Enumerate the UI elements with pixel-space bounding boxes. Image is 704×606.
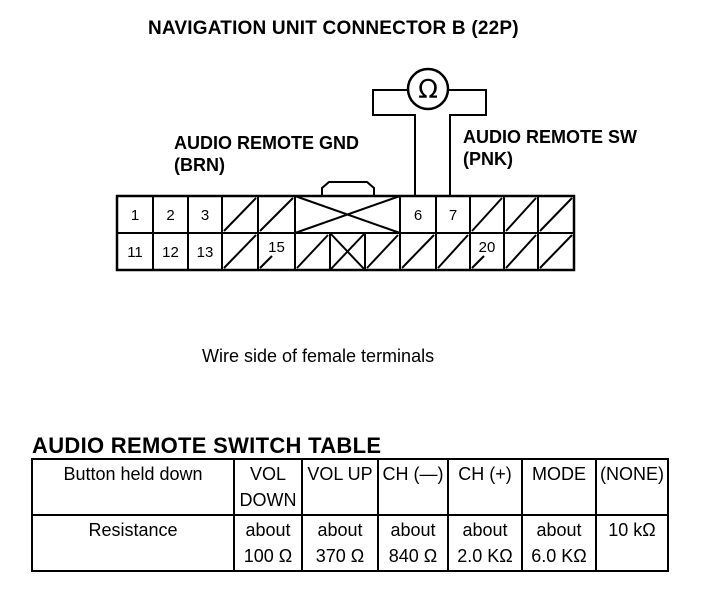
terminal-number: 20 <box>479 239 496 256</box>
terminal-number: 6 <box>414 207 422 224</box>
button-cell: VOL DOWN <box>233 458 303 516</box>
connector-latch <box>321 181 375 196</box>
ohmmeter-icon: Ω <box>406 67 450 111</box>
empty-cavity-mark <box>223 197 257 232</box>
button-text: VOL <box>249 464 287 484</box>
blocked-cavity-mark <box>329 232 366 271</box>
resistance-text: about <box>462 520 508 540</box>
gnd-label-line2: (BRN) <box>174 155 225 175</box>
button-cell: CH (—) <box>377 458 449 516</box>
empty-cavity-mark <box>539 234 573 269</box>
blocked-cavity-mark <box>294 195 401 234</box>
sw-label-line2: (PNK) <box>463 149 513 169</box>
button-text: VOL UP <box>307 464 373 484</box>
resistance-cell: about 6.0 KΩ <box>521 514 597 572</box>
resistance-text: 10 kΩ <box>608 520 656 540</box>
empty-cavity-mark <box>259 197 294 232</box>
button-text: CH (—) <box>382 464 444 484</box>
button-header-cell: Button held down <box>31 458 235 516</box>
sw-probe-lead <box>448 89 487 196</box>
terminal-number: 1 <box>131 207 139 224</box>
resistance-row: Resistance about 100 Ω about 370 Ω about… <box>31 514 669 572</box>
terminal-number: 11 <box>127 244 143 261</box>
button-cell: CH (+) <box>447 458 523 516</box>
resistance-text: about <box>245 520 291 540</box>
resistance-header-label: Resistance <box>88 520 178 540</box>
sw-wire-label: AUDIO REMOTE SW (PNK) <box>463 126 637 170</box>
resistance-text: about <box>536 520 582 540</box>
button-text: MODE <box>532 464 586 484</box>
resistance-cell: 10 kΩ <box>595 514 669 572</box>
resistance-header-cell: Resistance <box>31 514 235 572</box>
resistance-text: 100 Ω <box>243 546 293 566</box>
resistance-text: 370 Ω <box>315 546 365 566</box>
button-text: (NONE) <box>600 464 664 484</box>
diagram-caption: Wire side of female terminals <box>202 346 435 366</box>
partial-cavity-mark <box>259 255 273 269</box>
empty-cavity-mark <box>471 197 503 232</box>
partial-cavity-mark <box>471 255 485 269</box>
empty-cavity-mark <box>223 234 257 269</box>
button-row: Button held down VOL DOWN VOL UP CH (—) … <box>31 458 669 516</box>
terminal-number: 3 <box>201 207 209 224</box>
page-title: NAVIGATION UNIT CONNECTOR B (22P) <box>148 18 519 39</box>
button-text: DOWN <box>239 490 297 510</box>
terminal-number: 13 <box>197 244 214 261</box>
empty-cavity-mark <box>505 197 537 232</box>
gnd-probe-lead <box>372 89 416 196</box>
gnd-wire-label: AUDIO REMOTE GND (BRN) <box>174 132 359 176</box>
ohm-symbol: Ω <box>418 75 438 105</box>
empty-cavity-mark <box>366 234 399 269</box>
button-cell: VOL UP <box>301 458 379 516</box>
button-text: CH (+) <box>458 464 512 484</box>
resistance-text: 840 Ω <box>388 546 438 566</box>
resistance-cell: about 100 Ω <box>233 514 303 572</box>
empty-cavity-mark <box>401 234 435 269</box>
resistance-cell: about 2.0 KΩ <box>447 514 523 572</box>
empty-cavity-mark <box>505 234 537 269</box>
resistance-text: 2.0 KΩ <box>457 546 513 566</box>
resistance-cell: about 840 Ω <box>377 514 449 572</box>
empty-cavity-mark <box>437 234 469 269</box>
terminal-number: 7 <box>449 207 457 224</box>
button-header-label: Button held down <box>63 464 203 484</box>
resistance-text: 6.0 KΩ <box>531 546 587 566</box>
terminal-number: 15 <box>268 239 285 256</box>
button-cell: (NONE) <box>595 458 669 516</box>
audio-remote-switch-table: Button held down VOL DOWN VOL UP CH (—) … <box>31 458 669 572</box>
empty-cavity-mark <box>296 234 329 269</box>
resistance-text: about <box>390 520 436 540</box>
resistance-text: about <box>317 520 363 540</box>
gnd-label-line1: AUDIO REMOTE GND <box>174 133 360 153</box>
sw-label-line1: AUDIO REMOTE SW <box>463 127 637 147</box>
empty-cavity-mark <box>539 197 573 232</box>
resistance-cell: about 370 Ω <box>301 514 379 572</box>
button-cell: MODE <box>521 458 597 516</box>
table-title: AUDIO REMOTE SWITCH TABLE <box>32 433 382 458</box>
terminal-number: 12 <box>162 244 179 261</box>
terminal-number: 2 <box>166 207 174 224</box>
